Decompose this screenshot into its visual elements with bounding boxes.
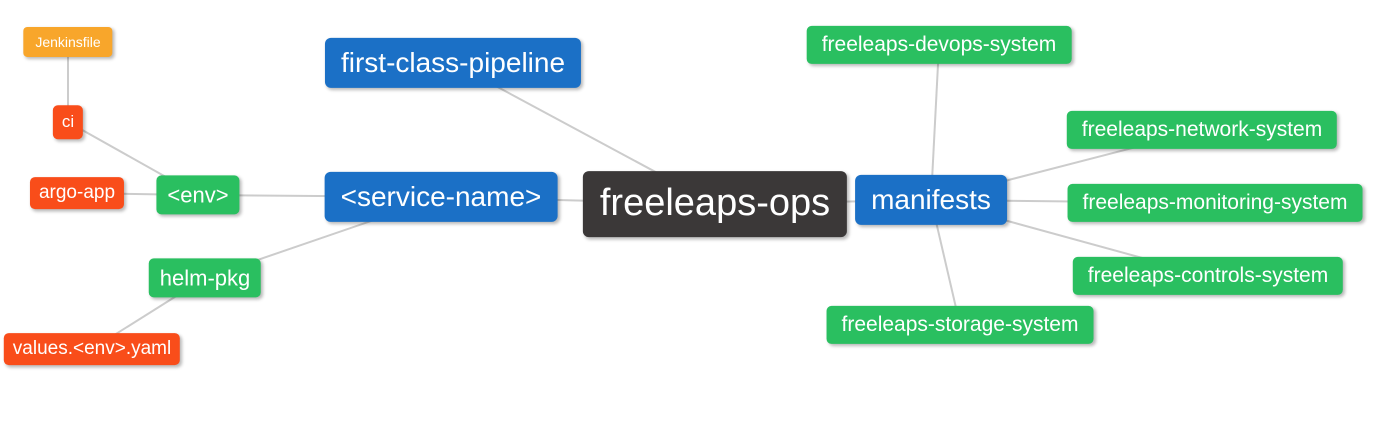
node-argo-app[interactable]: argo-app	[29, 177, 125, 209]
node-first-class-pipeline[interactable]: first-class-pipeline	[324, 37, 582, 89]
node-ci[interactable]: ci	[52, 105, 84, 139]
node-freeleaps-storage-system[interactable]: freeleaps-storage-system	[826, 305, 1094, 345]
node-freeleaps-controls-system[interactable]: freeleaps-controls-system	[1072, 256, 1344, 296]
node-values-env-yaml[interactable]: values.<env>.yaml	[3, 333, 181, 365]
node-freeleaps-monitoring-system[interactable]: freeleaps-monitoring-system	[1067, 183, 1363, 223]
node-env[interactable]: <env>	[156, 175, 240, 215]
node-freeleaps-network-system[interactable]: freeleaps-network-system	[1066, 110, 1338, 150]
edge-manifests-to-freeleaps-devops-system	[930, 44, 940, 201]
node-service-name[interactable]: <service-name>	[324, 171, 558, 223]
node-helm-pkg[interactable]: helm-pkg	[148, 258, 262, 298]
node-freeleaps-ops[interactable]: freeleaps-ops	[582, 171, 848, 237]
node-manifests[interactable]: manifests	[855, 174, 1007, 226]
node-freeleaps-devops-system[interactable]: freeleaps-devops-system	[806, 25, 1072, 65]
node-jenkinsfile[interactable]: Jenkinsfile	[23, 26, 113, 58]
